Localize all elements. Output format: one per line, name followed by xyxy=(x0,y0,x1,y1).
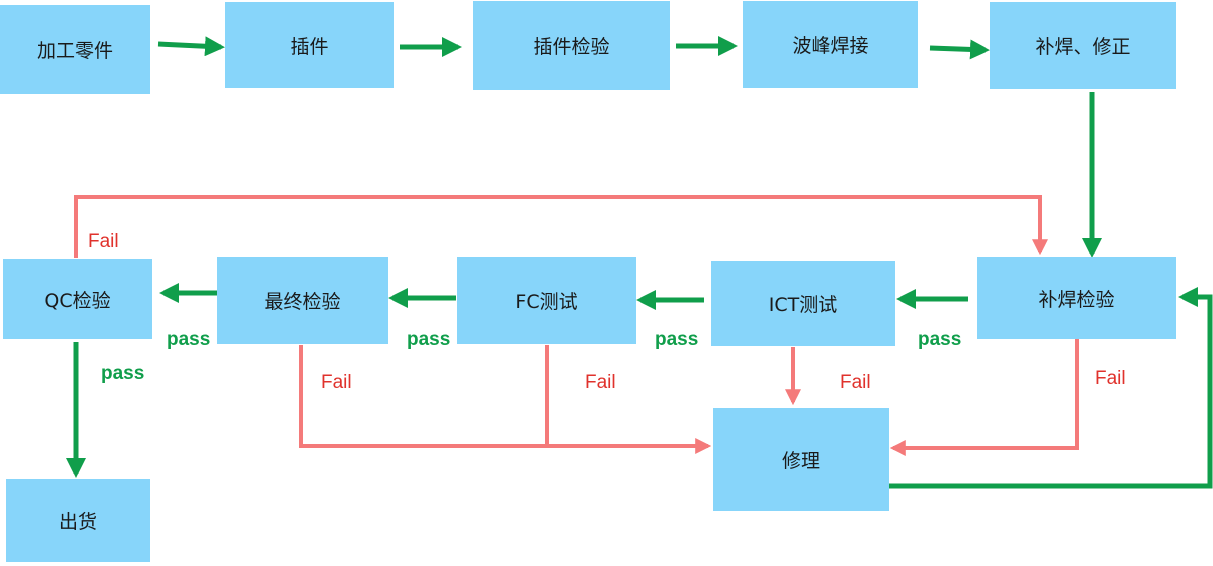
fail-label-fc: Fail xyxy=(585,372,616,393)
pass-label-fc-to-final: pass xyxy=(407,329,451,350)
node-fc-test: FC测试 xyxy=(457,257,636,344)
node-ict-test: ICT测试 xyxy=(711,261,895,346)
pass-label-qc-to-ship: pass xyxy=(101,363,145,384)
node-insert-check: 插件检验 xyxy=(473,1,670,90)
node-insert: 插件 xyxy=(225,2,394,88)
arrow-qc-fail-to-rework-check xyxy=(74,195,1048,258)
pass-label-final-to-qc: pass xyxy=(167,329,211,350)
node-final-check: 最终检验 xyxy=(217,257,388,344)
arrow-rework-check-fail-to-repair xyxy=(889,339,1079,456)
node-machining: 加工零件 xyxy=(0,5,150,94)
pass-label-rework-check-to-ict: pass xyxy=(918,329,962,350)
fail-label-ict: Fail xyxy=(840,372,871,393)
node-rework: 补焊、修正 xyxy=(990,2,1176,89)
arrow-final-check-fail-to-repair xyxy=(299,345,712,454)
arrow-repair-to-rework-check xyxy=(889,287,1213,489)
fail-label-rework-check: Fail xyxy=(1095,368,1126,389)
fail-label-qc: Fail xyxy=(88,231,119,252)
arrow-wave-solder-to-rework xyxy=(929,39,990,60)
node-ship: 出货 xyxy=(6,479,150,562)
fail-label-final-check: Fail xyxy=(321,372,352,393)
pass-label-ict-to-fc: pass xyxy=(655,329,699,350)
node-qc-check: QC检验 xyxy=(3,259,152,339)
node-rework-check: 补焊检验 xyxy=(977,257,1176,339)
node-wave-solder: 波峰焊接 xyxy=(743,1,918,88)
node-repair: 修理 xyxy=(713,408,889,511)
arrow-machining-to-insert xyxy=(157,36,225,57)
